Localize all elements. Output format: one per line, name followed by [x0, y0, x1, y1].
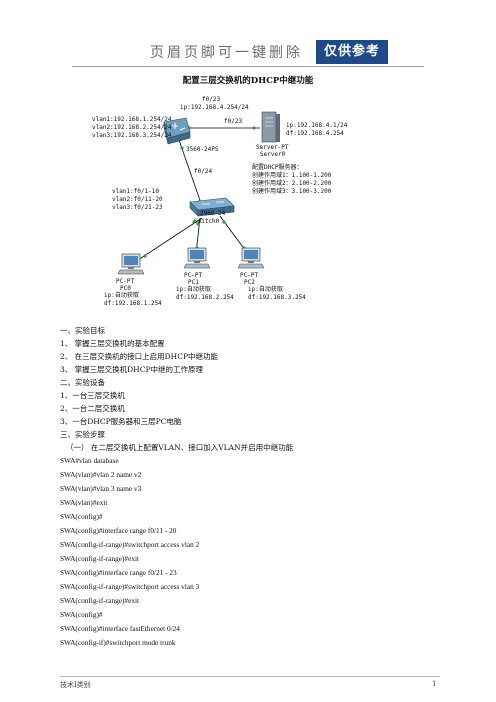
pc0-ip: ip:自动获取: [104, 292, 139, 299]
footer-divider: [60, 676, 440, 677]
pc2-model: PC-PT: [240, 272, 259, 279]
pc0-gateway: df:192.168.1.254: [104, 300, 162, 307]
list-item: 1、一台三层交换机: [60, 391, 125, 400]
link-mls-switch: [178, 139, 203, 207]
header-divider: [72, 66, 424, 67]
page-header-text: 页眉页脚可一键删除: [150, 45, 303, 61]
command-line: SWA(config)#: [60, 512, 103, 521]
command-line: SWA(config-if-range)#exit: [60, 596, 140, 605]
sw-vlan-3: vlan3:f0/21-23: [112, 204, 163, 211]
link-port-right-label: f0/23: [224, 118, 243, 125]
server-model-label: Server-PT: [256, 144, 289, 151]
switch-icon: [189, 197, 235, 217]
document-title: 配置三层交换机的DHCP中继功能: [182, 76, 314, 86]
list-item: 3、 掌握三层交换机DHCP中继的工作原理: [60, 365, 203, 374]
dhcp-note-line-2: 创建作用域1：1.100-1.200: [252, 172, 332, 179]
page-number: 1: [432, 680, 437, 688]
pc2-gateway: df:192.168.3.254: [248, 294, 306, 301]
step-heading: （一） 在二层交换机上配置VLAN、接口加入VLAN并启用中继功能: [66, 443, 294, 452]
mls-model-label: 3560-24PS: [186, 146, 219, 153]
pc1-model: PC-PT: [184, 272, 203, 279]
pc0-name: PC0: [120, 285, 131, 292]
command-line: SWA#vlan database: [60, 456, 119, 465]
pc1-name: PC1: [188, 279, 199, 286]
command-line: SWA(config)#: [60, 610, 103, 619]
command-line: SWA(config-if-range)#switchport access v…: [60, 540, 200, 549]
mls-ip-label: ip:192.168.4.254/24: [180, 104, 249, 111]
command-line: SWA(config-if-range)#exit: [60, 554, 140, 563]
server-name-label: Server0: [260, 151, 286, 158]
list-item: 2、 在三层交换机的接口上启用DHCP中继功能: [60, 352, 218, 361]
sw-vlan-2: vlan2:f0/11-20: [112, 196, 163, 203]
section-heading: 一、实验目标: [60, 326, 105, 335]
reference-badge: 仅供参考: [316, 40, 388, 64]
list-item: 3、一台DHCP服务器和三层PC电脑: [60, 417, 182, 426]
pc1-icon: [183, 247, 211, 269]
pc2-ip: ip:自动获取: [248, 286, 283, 293]
mls-vlan-2: vlan2:192.168.2.254/24: [92, 124, 172, 131]
sw-vlan-1: vlan1:f0/1-10: [112, 188, 159, 195]
mls-port-top-label: f0/23: [202, 96, 221, 103]
pc1-gateway: df:192.168.2.254: [176, 294, 234, 301]
switch-model-label: 2960-24: [200, 210, 226, 217]
mls-vlan-3: vlan3:192.168.3.254/24: [92, 132, 172, 139]
section-heading: 二、实验设备: [60, 378, 105, 387]
server-ip-label: ip:192.168.4.1/24: [286, 122, 348, 129]
network-topology-diagram: f0/23 ip:192.168.4.254/24 f0/23 vlan1:19…: [90, 88, 410, 316]
dhcp-note-line-3: 创建作用域2：2.100-2.200: [252, 180, 332, 187]
dhcp-note-line-1: 配置DHCP服务器：: [252, 164, 303, 171]
command-line: SWA(config)#interface range f0/21 - 23: [60, 568, 177, 577]
command-line: SWA(config-if)#switchport mode trunk: [60, 638, 176, 647]
command-line: SWA(vlan)#vlan 2 name v2: [60, 470, 142, 479]
command-line: SWA(vlan)#vlan 3 name v3: [60, 484, 142, 493]
link-port-down-label: f0/24: [194, 168, 213, 175]
server-icon: [261, 111, 280, 143]
dhcp-note-line-4: 创建作用域3：3.100-3.200: [252, 188, 332, 195]
pc2-icon: [237, 247, 265, 269]
mls-vlan-1: vlan1:192.168.1.254/24: [92, 116, 172, 123]
multilayer-switch-icon: [163, 117, 191, 145]
command-line: SWA(config)#interface range f0/11 - 20: [60, 526, 177, 535]
pc0-icon: [117, 253, 145, 275]
topology-links: [117, 111, 280, 275]
list-item: 2、一台二层交换机: [60, 404, 125, 413]
link-switch-pc0: [137, 217, 203, 261]
footer-category: 技术I类别: [60, 681, 91, 689]
pc1-ip: ip:自动获取: [176, 286, 211, 293]
section-heading: 三、实验步骤: [60, 430, 105, 439]
command-line: SWA(config-if-range)#switchport access v…: [60, 582, 200, 591]
switch-name-label: Switch0: [194, 218, 220, 225]
list-item: 1、 掌握三层交换机的基本配置: [60, 339, 165, 348]
pc2-name: PC2: [244, 279, 255, 286]
server-gateway-label: df:192.168.4.254: [286, 130, 344, 137]
command-line: SWA(vlan)#exit: [60, 498, 108, 507]
pc0-model: PC-PT: [116, 278, 135, 285]
command-line: SWA(config)#interface fastEthernet 0/24: [60, 624, 180, 633]
